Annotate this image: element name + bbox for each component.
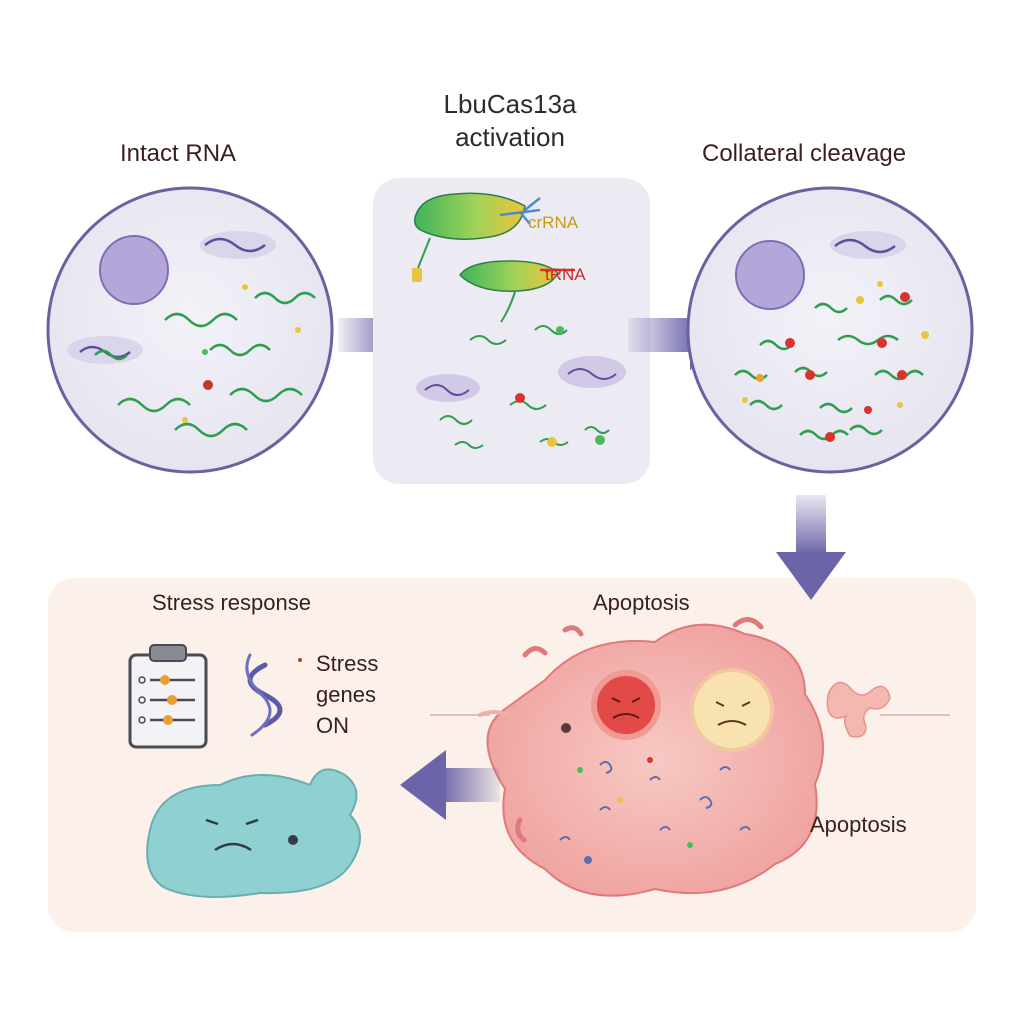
stress-genes-label: Stress genes ON <box>316 648 378 741</box>
stress-genes-line3: ON <box>316 713 349 738</box>
nucleus <box>99 235 169 305</box>
arrow-apoptosis-to-stress <box>400 750 500 820</box>
stressed-cell <box>146 768 361 898</box>
cas13a-protein-icon <box>412 192 541 282</box>
sad-face-icon <box>591 670 661 740</box>
clipboard-icon <box>128 644 208 749</box>
cas13a-bound-icon <box>459 260 575 323</box>
apoptosis-title: Apoptosis <box>593 590 690 615</box>
dna-helix-icon <box>245 653 302 737</box>
cas13a-title-line1: LbuCas13a <box>443 89 577 119</box>
stress-response-title: Stress response <box>152 590 311 615</box>
apoptotic-body-icon <box>826 681 950 738</box>
intact-cell <box>46 186 334 474</box>
cas13a-title-line2: activation <box>455 122 565 152</box>
sad-face-icon <box>690 668 774 752</box>
activation-panel <box>373 178 650 484</box>
collateral-cell <box>686 186 974 474</box>
apoptosis-side-label: Apoptosis <box>810 812 907 837</box>
rna-strand <box>94 291 316 438</box>
stress-genes-line1: Stress <box>316 651 379 676</box>
stress-genes-line2: genes <box>316 682 376 707</box>
target-rna-label: tRNA <box>545 265 586 284</box>
nucleus <box>735 240 805 310</box>
cas13a-activation-title: LbuCas13a activation <box>400 88 620 154</box>
arrow-collateral-to-apoptosis <box>776 495 846 600</box>
intact-rna-title: Intact RNA <box>120 140 237 167</box>
crrna-label: crRNA <box>528 213 579 232</box>
sad-face-icon <box>205 818 259 852</box>
apoptotic-cell <box>430 617 824 897</box>
collateral-cleavage-title: Collateral cleavage <box>702 140 907 167</box>
